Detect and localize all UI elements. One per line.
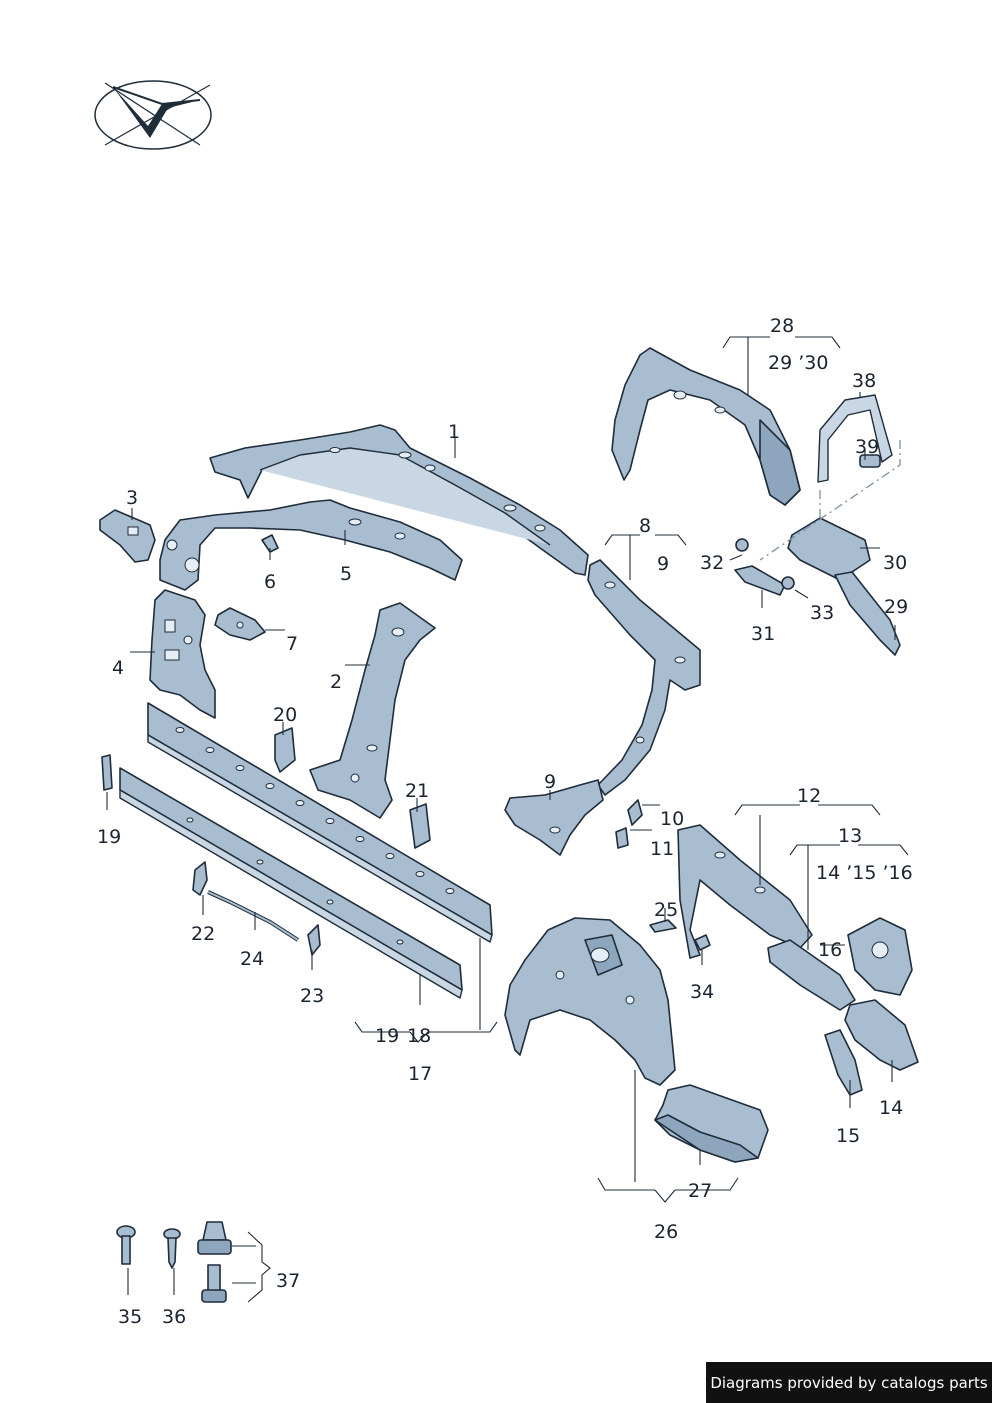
part-32-bolt: [735, 538, 749, 552]
part-19-bracket: [101, 754, 113, 791]
part-5-a-pillar-upper: [159, 499, 463, 591]
callout-38: 38: [852, 370, 876, 392]
part-23-clip: [307, 924, 321, 956]
part-6-bracket: [261, 534, 279, 553]
callout-2: 2: [330, 671, 342, 693]
part-21-plate: [409, 803, 431, 849]
callout-1: 1: [448, 421, 460, 443]
part-8-c-pillar: [587, 559, 701, 796]
part-36-screw: [163, 1228, 181, 1269]
part-10-clip: [627, 799, 643, 826]
callout-19-sill: 19: [375, 1025, 399, 1047]
part-37-stud: [201, 1264, 227, 1303]
part-24-cable: [207, 890, 300, 942]
callout-36: 36: [162, 1306, 186, 1328]
callout-7: 7: [286, 633, 298, 655]
footer-credit: Diagrams provided by catalogs parts: [706, 1362, 992, 1403]
part-11-clip: [615, 827, 629, 849]
callout-20: 20: [273, 704, 297, 726]
callout-19: 19: [97, 826, 121, 848]
callout-28: 28: [770, 315, 794, 337]
part-31-bracket: [734, 565, 786, 596]
callout-11: 11: [650, 838, 674, 860]
part-12-rear-rail: [677, 824, 813, 959]
part-2-b-pillar: [309, 602, 436, 819]
callout-25: 25: [654, 899, 678, 921]
callout-21: 21: [405, 780, 429, 802]
callout-10: 10: [660, 808, 684, 830]
callout-33: 33: [810, 602, 834, 624]
callout-26: 26: [654, 1221, 678, 1243]
vw-check-logo-icon: [94, 80, 212, 150]
callout-13-sub: 14 ’15 ’16: [816, 862, 913, 884]
part-33-nut: [781, 576, 795, 590]
callout-12: 12: [797, 785, 821, 807]
callout-15: 15: [836, 1125, 860, 1147]
callout-23: 23: [300, 985, 324, 1007]
part-29-reinforcement: [834, 571, 901, 656]
part-25-clip: [649, 919, 677, 933]
callout-9-upper: 9: [657, 553, 669, 575]
callout-24: 24: [240, 948, 264, 970]
callout-37: 37: [276, 1270, 300, 1292]
part-37-cap-nut: [197, 1221, 232, 1255]
part-38-strap: [817, 394, 893, 483]
part-1-roof-side-rail: [209, 424, 589, 576]
leader-lines: [106, 336, 909, 1303]
part-4-a-pillar-lower: [149, 589, 216, 719]
part-15-bracket: [824, 1029, 863, 1096]
part-7-bracket: [214, 607, 266, 641]
part-28-wheelhouse-upper: [611, 347, 801, 506]
part-35-rivet: [116, 1225, 136, 1265]
part-9-lower-panel: [504, 779, 604, 856]
part-27-bracket-box: [654, 1084, 769, 1163]
callout-3: 3: [126, 487, 138, 509]
part-16-bracket: [847, 917, 913, 996]
part-30-bracket: [787, 517, 871, 581]
part-26-wheelhouse-lower: [504, 917, 676, 1086]
part-34-clip: [694, 934, 711, 951]
part-22-clip: [192, 861, 208, 896]
callout-35: 35: [118, 1306, 142, 1328]
callout-30: 30: [883, 552, 907, 574]
callout-5: 5: [340, 563, 352, 585]
callout-34: 34: [690, 981, 714, 1003]
part-14-bracket: [844, 999, 919, 1071]
callout-28-sub: 29 ’30: [768, 352, 828, 374]
footer-text: Diagrams provided by catalogs parts: [710, 1373, 988, 1392]
part-18-sill-panel: [147, 702, 493, 943]
callout-39: 39: [855, 436, 879, 458]
callout-8: 8: [639, 515, 651, 537]
callout-4: 4: [112, 657, 124, 679]
part-3-bracket: [99, 509, 156, 563]
callout-29: 29: [884, 596, 908, 618]
callout-31: 31: [751, 623, 775, 645]
callout-14: 14: [879, 1097, 903, 1119]
callout-18: 18: [407, 1025, 431, 1047]
callout-9-lower: 9: [544, 771, 556, 793]
part-13-rail-extension: [767, 939, 856, 1011]
part-17-sill-lower: [119, 767, 463, 999]
callout-13: 13: [838, 825, 862, 847]
part-20-plate: [274, 727, 296, 773]
callout-6: 6: [264, 571, 276, 593]
callout-17: 17: [408, 1063, 432, 1085]
callout-22: 22: [191, 923, 215, 945]
callout-16: 16: [818, 939, 842, 961]
callout-32: 32: [700, 552, 724, 574]
callout-27: 27: [688, 1180, 712, 1202]
